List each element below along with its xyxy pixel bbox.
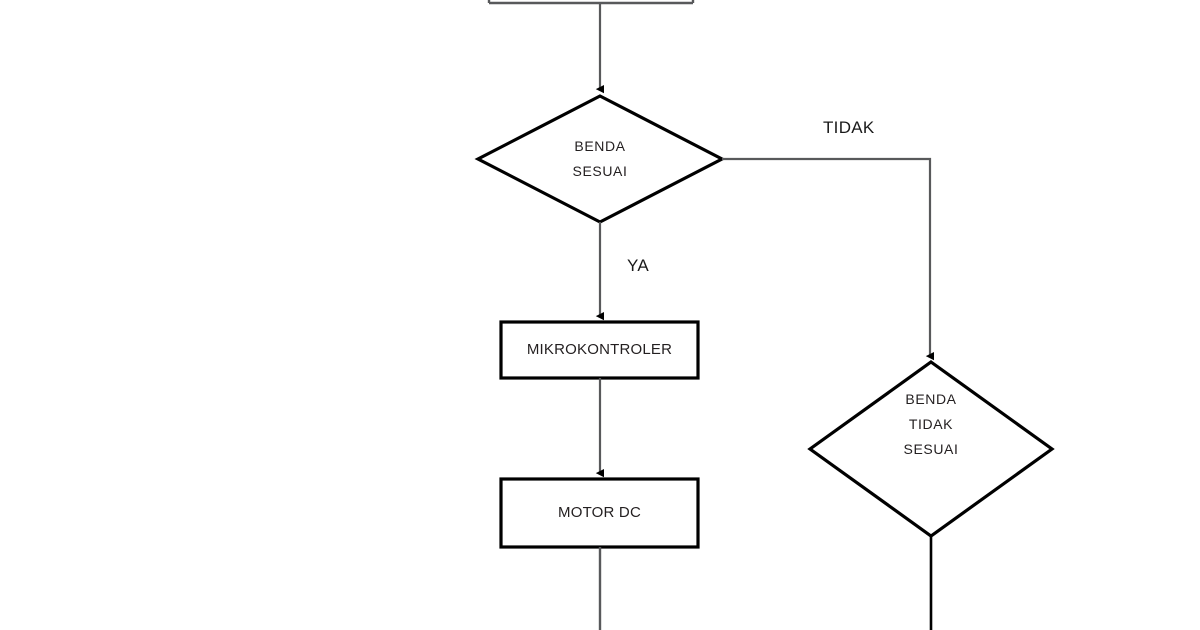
node-decision-benda-sesuai bbox=[474, 94, 726, 224]
node-process-motor-dc bbox=[499, 477, 700, 549]
node-decision-benda-tidak-sesuai bbox=[807, 360, 1055, 538]
node-top-process-partial bbox=[487, 0, 695, 5]
edge-tidak bbox=[722, 157, 935, 361]
node-process-mikrokontroler bbox=[499, 320, 700, 380]
